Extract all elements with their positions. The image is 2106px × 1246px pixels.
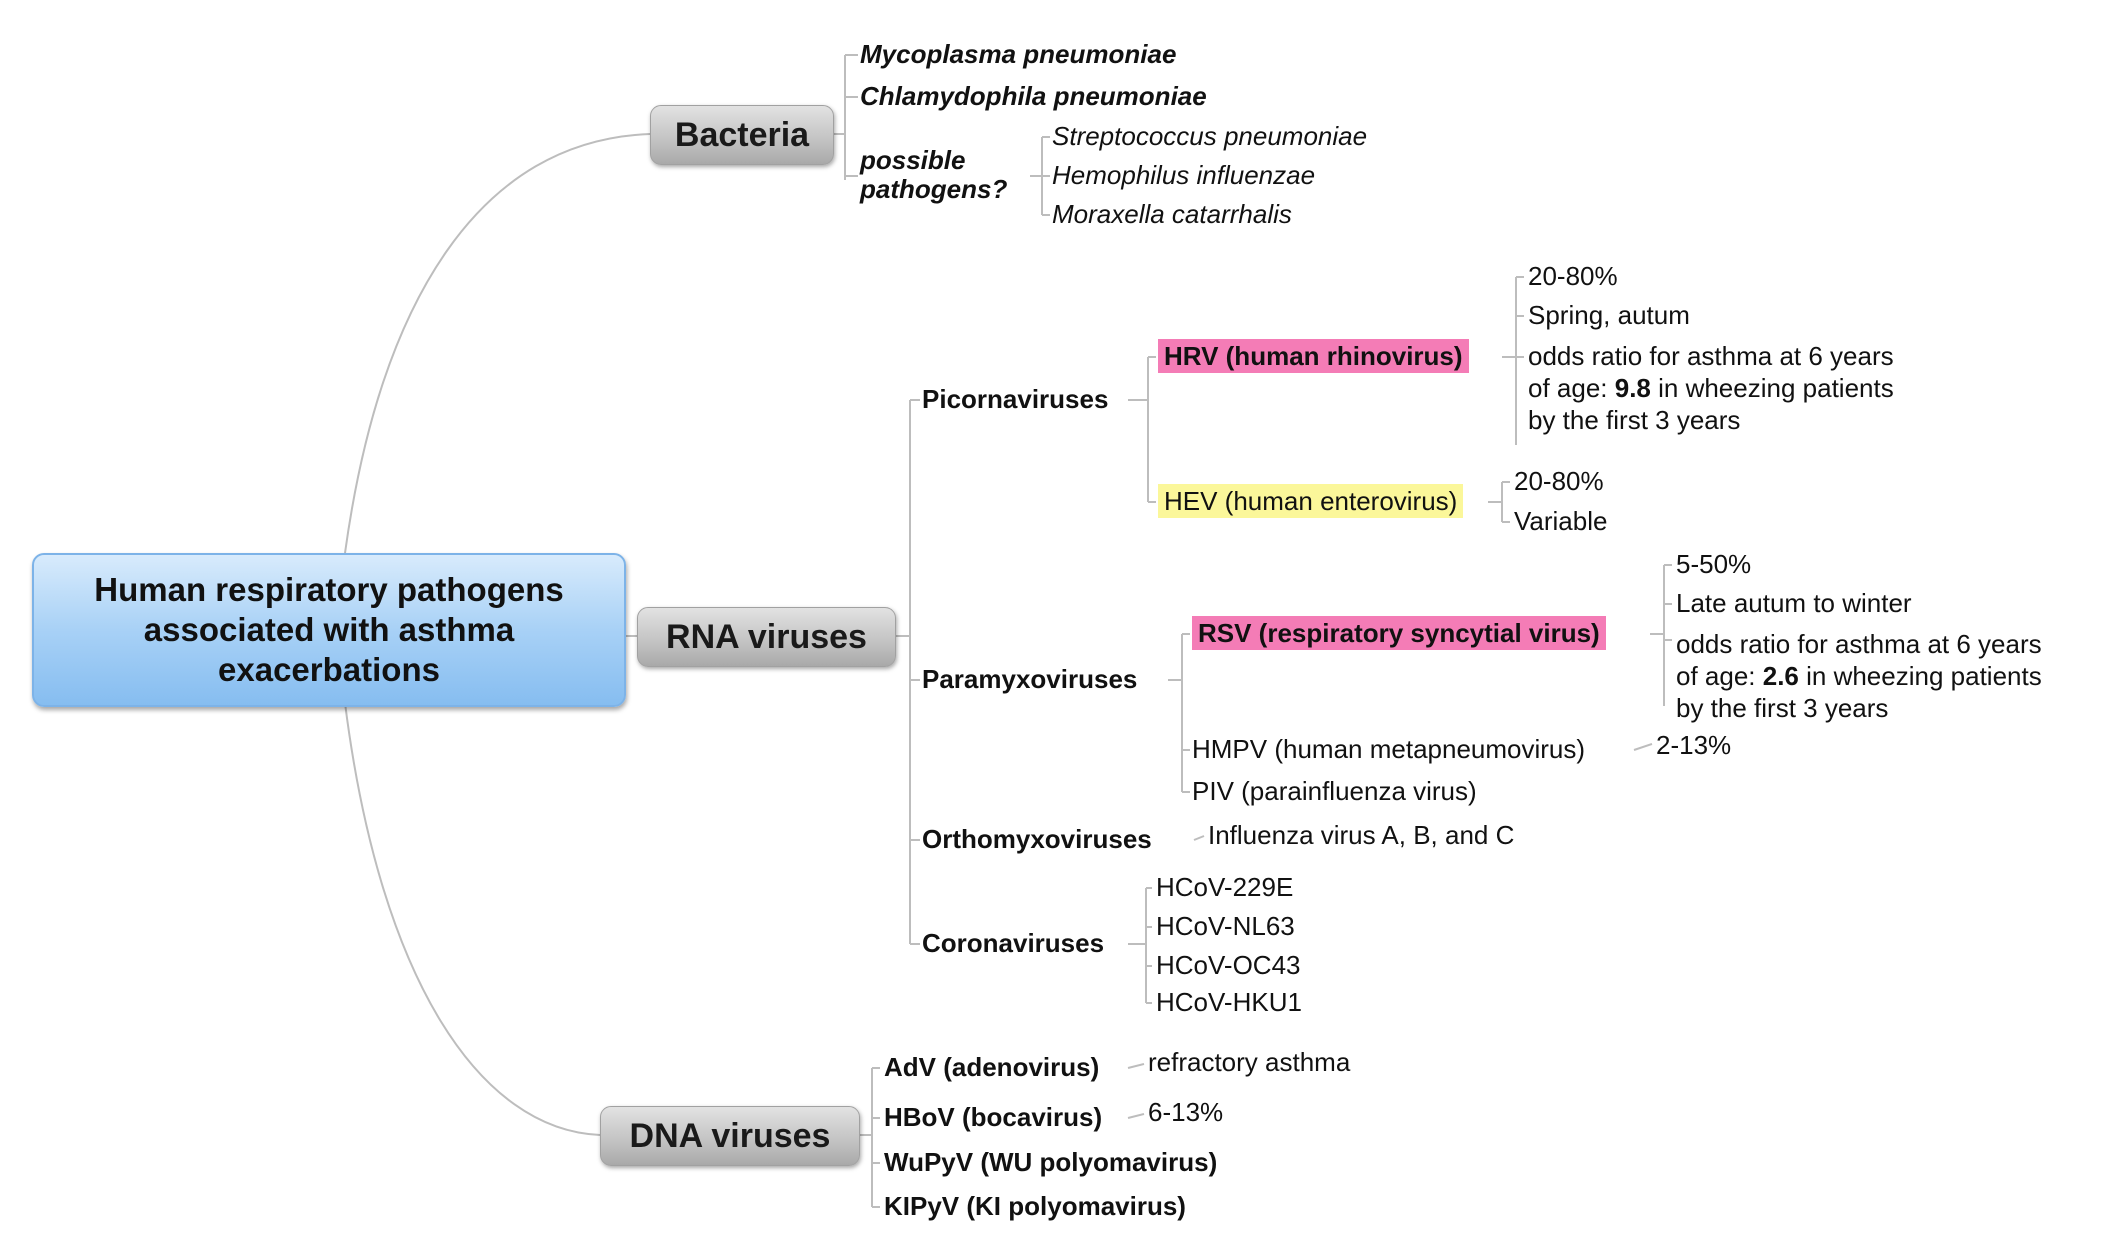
possible-pathogen: Streptococcus pneumoniae (1052, 121, 1368, 151)
possible-pathogen: Hemophilus influenzae (1052, 160, 1316, 190)
hbov-label: HBoV (bocavirus) (884, 1102, 1103, 1132)
hrv-odds-value: 9.8 (1614, 373, 1651, 404)
coronaviruses-label: Coronaviruses (922, 928, 1105, 958)
possible-pathogen: Moraxella catarrhalis (1052, 199, 1292, 229)
hmpv-label: HMPV (human metapneumovirus) (1192, 734, 1586, 764)
hev-detail: 20-80% (1514, 466, 1604, 496)
coronavirus-item: HCoV-HKU1 (1156, 987, 1302, 1017)
bacteria-item: Mycoplasma pneumoniae (860, 39, 1177, 69)
hbov-detail: 6-13% (1148, 1097, 1224, 1127)
possible-pathogens-label: possible pathogens? (860, 145, 1008, 205)
root-node: Human respiratory pathogens associated w… (32, 553, 626, 707)
rsv-odds-ratio: odds ratio for asthma at 6 years of age:… (1676, 629, 2042, 724)
paramyxoviruses-label: Paramyxoviruses (922, 664, 1138, 694)
hrv-odds-ratio: odds ratio for asthma at 6 years of age:… (1528, 341, 1894, 436)
coronavirus-item: HCoV-229E (1156, 872, 1294, 902)
bacteria-node: Bacteria (650, 105, 834, 165)
rsv-detail: Late autum to winter (1676, 588, 1912, 618)
rsv-odds-value: 2.6 (1762, 661, 1799, 692)
hev-label: HEV (human enterovirus) (1158, 484, 1464, 518)
piv-label: PIV (parainfluenza virus) (1192, 776, 1477, 806)
hrv-node: HRV (human rhinovirus) (1158, 339, 1469, 373)
adv-label: AdV (adenovirus) (884, 1052, 1100, 1082)
rsv-detail: 5-50% (1676, 549, 1752, 579)
rsv-label: RSV (respiratory syncytial virus) (1192, 616, 1606, 650)
hev-node: HEV (human enterovirus) (1158, 484, 1464, 518)
rsv-node: RSV (respiratory syncytial virus) (1192, 616, 1606, 650)
hmpv-detail: 2-13% (1656, 730, 1732, 760)
hrv-detail: Spring, autum (1528, 300, 1690, 330)
wupyv-label: WuPyV (WU polyomavirus) (884, 1147, 1218, 1177)
rna-viruses-node: RNA viruses (637, 607, 896, 667)
hrv-detail: 20-80% (1528, 261, 1618, 291)
influenza-detail: Influenza virus A, B, and C (1208, 820, 1515, 850)
orthomyxoviruses-label: Orthomyxoviruses (922, 824, 1152, 854)
coronavirus-item: HCoV-NL63 (1156, 911, 1295, 941)
coronavirus-item: HCoV-OC43 (1156, 950, 1301, 980)
bacteria-item: Chlamydophila pneumoniae (860, 81, 1207, 111)
hev-detail: Variable (1514, 506, 1608, 536)
picornaviruses-label: Picornaviruses (922, 384, 1109, 414)
hrv-label: HRV (human rhinovirus) (1158, 339, 1469, 373)
dna-viruses-node: DNA viruses (600, 1106, 860, 1166)
root-title: Human respiratory pathogens associated w… (94, 570, 564, 689)
adv-detail: refractory asthma (1148, 1047, 1351, 1077)
kipyv-label: KIPyV (KI polyomavirus) (884, 1191, 1186, 1221)
